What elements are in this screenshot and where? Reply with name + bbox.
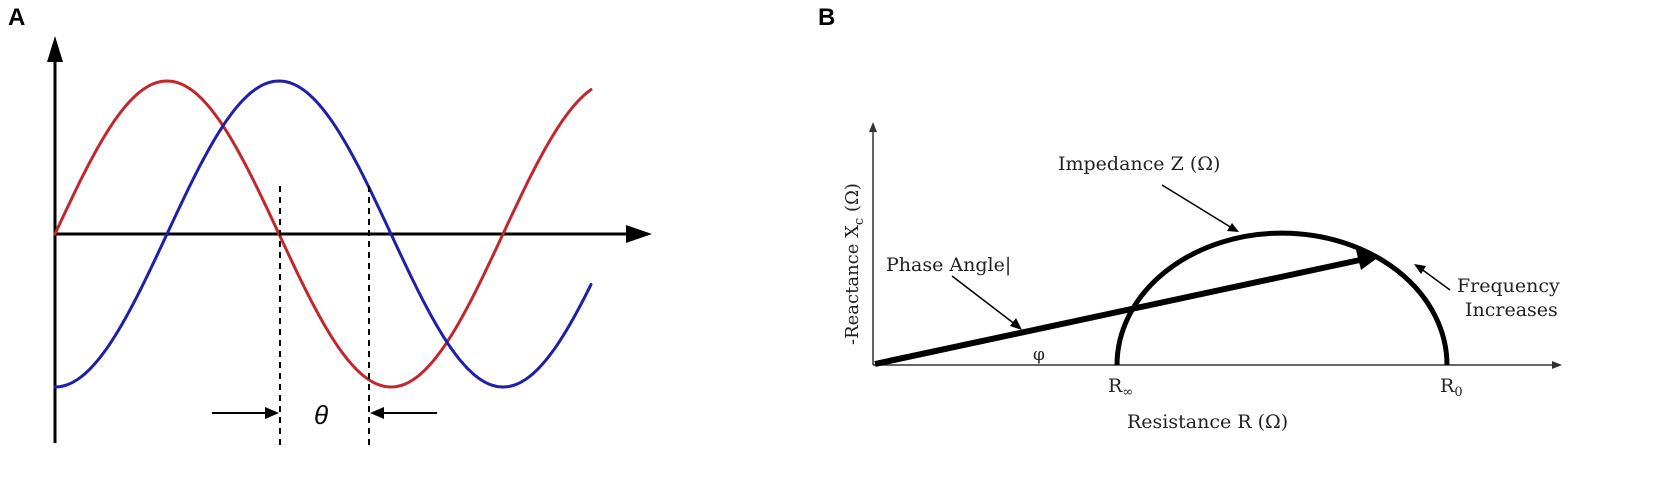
x-axis-label: Resistance R (Ω) (1127, 411, 1288, 433)
red-sine-wave (53, 79, 593, 389)
panel-b-x-axis-arrowhead (1552, 361, 1562, 369)
panel-a-x-axis-arrowhead (626, 225, 652, 243)
impedance-pointer (1161, 184, 1233, 229)
impedance-pointer-head (1227, 223, 1239, 232)
phi-symbol: φ (1033, 345, 1045, 365)
blue-sine-wave (53, 79, 593, 389)
frequency-pointer-head (1414, 264, 1426, 274)
phase-angle-pointer-head (1010, 318, 1022, 330)
frequency-pointer (1419, 267, 1451, 291)
panel-b-y-axis-arrowhead (869, 122, 877, 132)
panel-b: -Reactance Xc (Ω) Impedance Z (Ω) Phase … (842, 122, 1562, 433)
r-infinity-label: R∞ (1108, 375, 1133, 400)
theta-arrowhead-left (265, 407, 279, 419)
panel-label-b: B (818, 4, 836, 31)
phase-angle-pointer (951, 275, 1017, 326)
frequency-label-line2: Increases (1465, 299, 1558, 321)
theta-arrowhead-right (370, 407, 384, 419)
phase-angle-label: Phase Angle| (886, 254, 1011, 276)
y-axis-label: -Reactance Xc (Ω) (842, 183, 867, 345)
panel-label-a: A (8, 4, 26, 31)
panel-a: θ (47, 36, 652, 445)
impedance-vector-arrowhead (1356, 250, 1380, 270)
panel-a-y-axis-arrowhead (47, 36, 63, 62)
theta-symbol: θ (314, 400, 328, 430)
impedance-vector (874, 257, 1361, 367)
r-zero-label: R0 (1440, 375, 1463, 400)
impedance-arc (1114, 230, 1450, 366)
frequency-label-line1: Frequency (1457, 275, 1560, 297)
impedance-label: Impedance Z (Ω) (1058, 153, 1220, 175)
